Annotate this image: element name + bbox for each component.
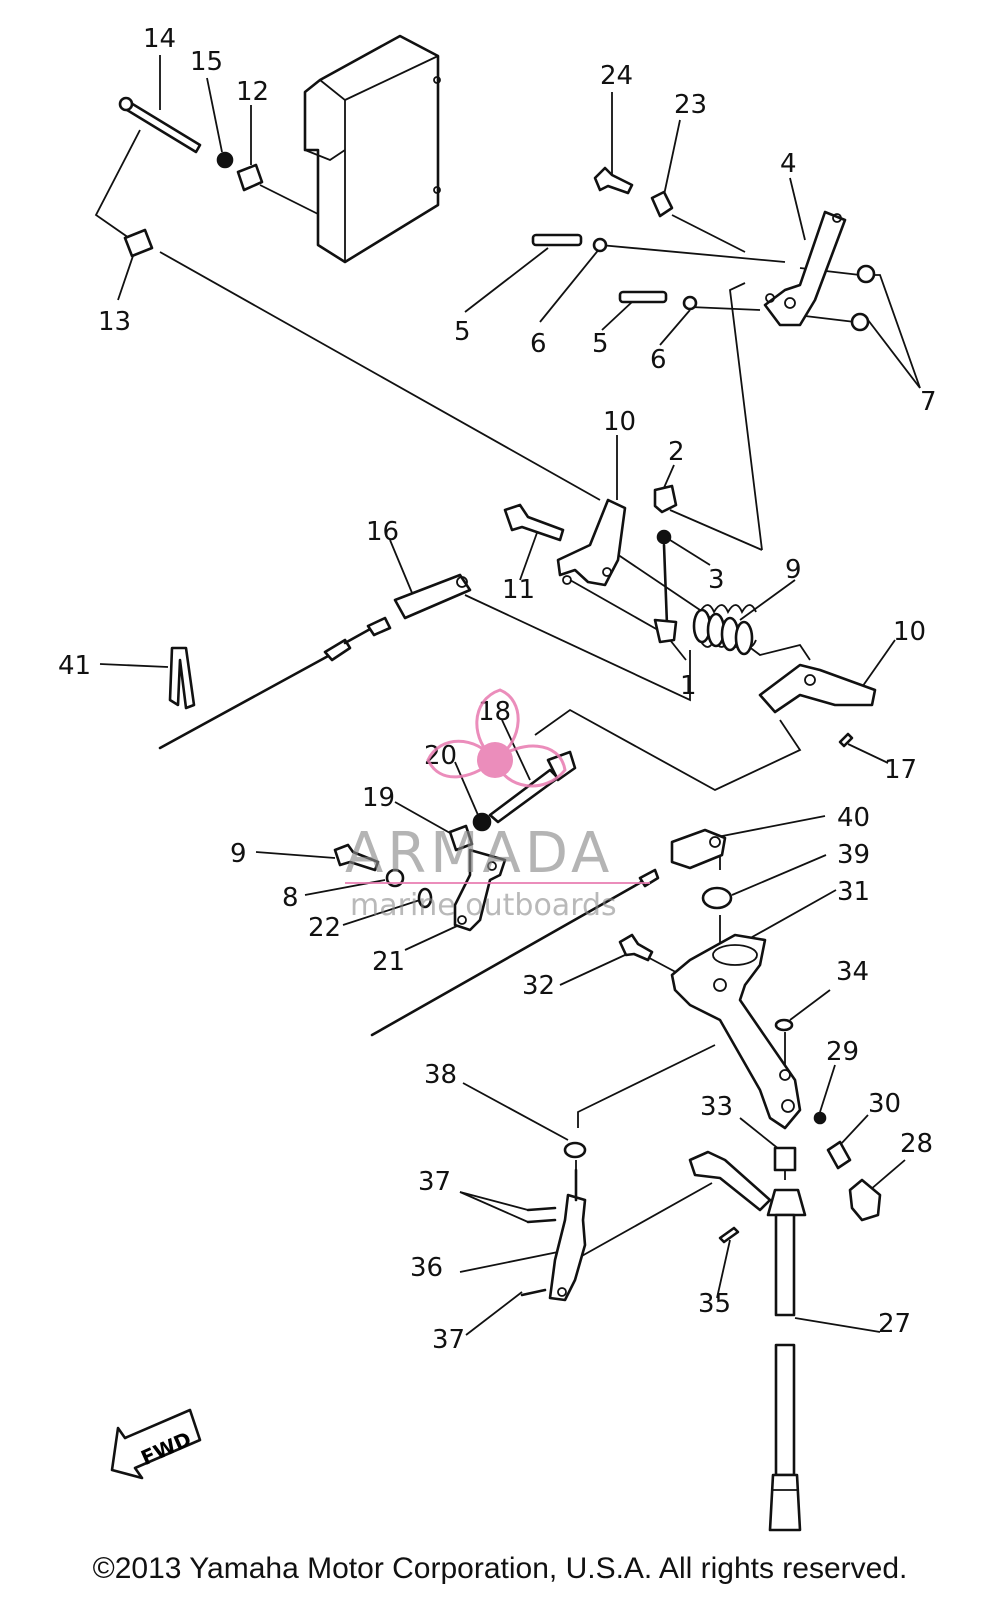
collar-14 — [236, 163, 264, 192]
bolt-5a — [531, 233, 583, 247]
clip-41 — [168, 646, 196, 710]
callout-21: 19 — [362, 783, 395, 813]
callout-37b: 37 — [432, 1325, 465, 1355]
ball-7b — [850, 312, 870, 332]
pin-19 — [838, 732, 854, 748]
washer-24 — [417, 887, 433, 909]
nut-17 — [216, 151, 234, 169]
callout-labels: 14 15 12 13 24 23 4 5 6 5 6 7 10 2 3 11 … — [58, 24, 937, 1355]
bolt-13 — [503, 503, 565, 542]
callout-40: 40 — [837, 803, 870, 833]
callout-38: 38 — [424, 1060, 457, 1090]
rod-end-18 — [393, 573, 472, 620]
callout-36: 36 — [410, 1253, 443, 1283]
callout-19: 17 — [884, 755, 917, 785]
callout-2: 2 — [668, 437, 685, 467]
washer-38 — [563, 1141, 587, 1159]
lever-hole-31 — [779, 1069, 791, 1081]
callout-26: 24 — [600, 61, 633, 91]
washer-34 — [774, 1018, 794, 1032]
nut-22 — [472, 812, 492, 832]
callout-35: 35 — [698, 1289, 731, 1319]
callout-15: 13 — [98, 307, 131, 337]
collar-33 — [773, 1146, 797, 1172]
collar-39 — [701, 886, 733, 910]
lever-4 — [763, 210, 847, 327]
lever-23 — [453, 848, 507, 932]
callout-18: 16 — [366, 517, 399, 547]
bolt-16 — [118, 96, 202, 154]
propeller-logo-icon — [426, 688, 567, 788]
assembly-lines — [94, 55, 921, 1336]
rod-1 — [653, 543, 678, 644]
bracket-35-arm — [688, 1150, 772, 1212]
callout-30: 30 — [868, 1089, 901, 1119]
collar-25 — [650, 190, 674, 218]
cap-28 — [848, 1178, 882, 1222]
callout-23: 21 — [372, 947, 405, 977]
collar-15 — [123, 228, 154, 258]
callout-24: 22 — [308, 913, 341, 943]
callout-37a: 37 — [418, 1167, 451, 1197]
collar-21 — [448, 824, 474, 852]
pin-37b — [520, 1288, 547, 1297]
fwd-arrow-icon: FWD — [110, 1408, 202, 1480]
copyright-notice: ©2013 Yamaha Motor Corporation, U.S.A. A… — [92, 1552, 908, 1585]
watermark-tagline: marine outboards — [350, 888, 617, 923]
pin-35 — [718, 1226, 740, 1244]
bolt-32 — [618, 933, 654, 962]
callout-34: 34 — [836, 957, 869, 987]
watermark-brand: ARMADA — [345, 821, 613, 886]
ball-7a — [856, 264, 876, 284]
joint-2 — [653, 484, 678, 514]
joint-40 — [670, 828, 727, 870]
callout-7: 7 — [920, 387, 937, 417]
callout-28: 28 — [900, 1129, 933, 1159]
throttle-cable — [158, 616, 392, 750]
shift-rod-27 — [766, 1188, 807, 1532]
callout-29: 29 — [826, 1037, 859, 1067]
callout-31: 31 — [837, 877, 870, 907]
callout-39: 39 — [837, 840, 870, 870]
lever-36 — [548, 1168, 587, 1302]
spring-29 — [813, 1111, 827, 1125]
washer-6a — [592, 237, 608, 253]
callout-5b: 5 — [592, 329, 609, 359]
engine-cover-box — [303, 34, 441, 264]
spring-30 — [826, 1140, 852, 1170]
callout-27: 27 — [878, 1309, 911, 1339]
callout-33: 33 — [700, 1092, 733, 1122]
callout-6a: 6 — [530, 329, 547, 359]
washer-6b — [682, 295, 698, 311]
callout-13: 11 — [502, 575, 535, 605]
callout-17: 15 — [190, 47, 223, 77]
callout-3: 3 — [708, 565, 725, 595]
nut-3 — [656, 529, 672, 545]
callout-5a: 5 — [454, 317, 471, 347]
spring-11 — [692, 604, 757, 656]
pins-37 — [526, 1206, 557, 1224]
lever-10 — [556, 498, 627, 587]
callout-14: 12 — [236, 77, 269, 107]
callout-11: 9 — [785, 555, 802, 585]
callout-10: 10 — [603, 407, 636, 437]
bolt-9 — [333, 843, 380, 872]
bolt-26 — [593, 166, 634, 195]
armada-watermark: ARMADA marine outboards — [345, 688, 650, 923]
callout-6b: 6 — [650, 345, 667, 375]
callout-12: 10 — [893, 617, 926, 647]
callout-41: 41 — [58, 651, 91, 681]
callout-1: 1 — [680, 671, 697, 701]
bolt-5b — [618, 290, 668, 304]
callout-8: 8 — [282, 883, 299, 913]
callout-32: 32 — [522, 971, 555, 1001]
lever-31 — [670, 933, 802, 1130]
lever-12 — [758, 663, 877, 714]
callout-9: 9 — [230, 839, 247, 869]
callout-25: 23 — [674, 90, 707, 120]
callout-4: 4 — [780, 149, 797, 179]
callout-16: 14 — [143, 24, 176, 54]
